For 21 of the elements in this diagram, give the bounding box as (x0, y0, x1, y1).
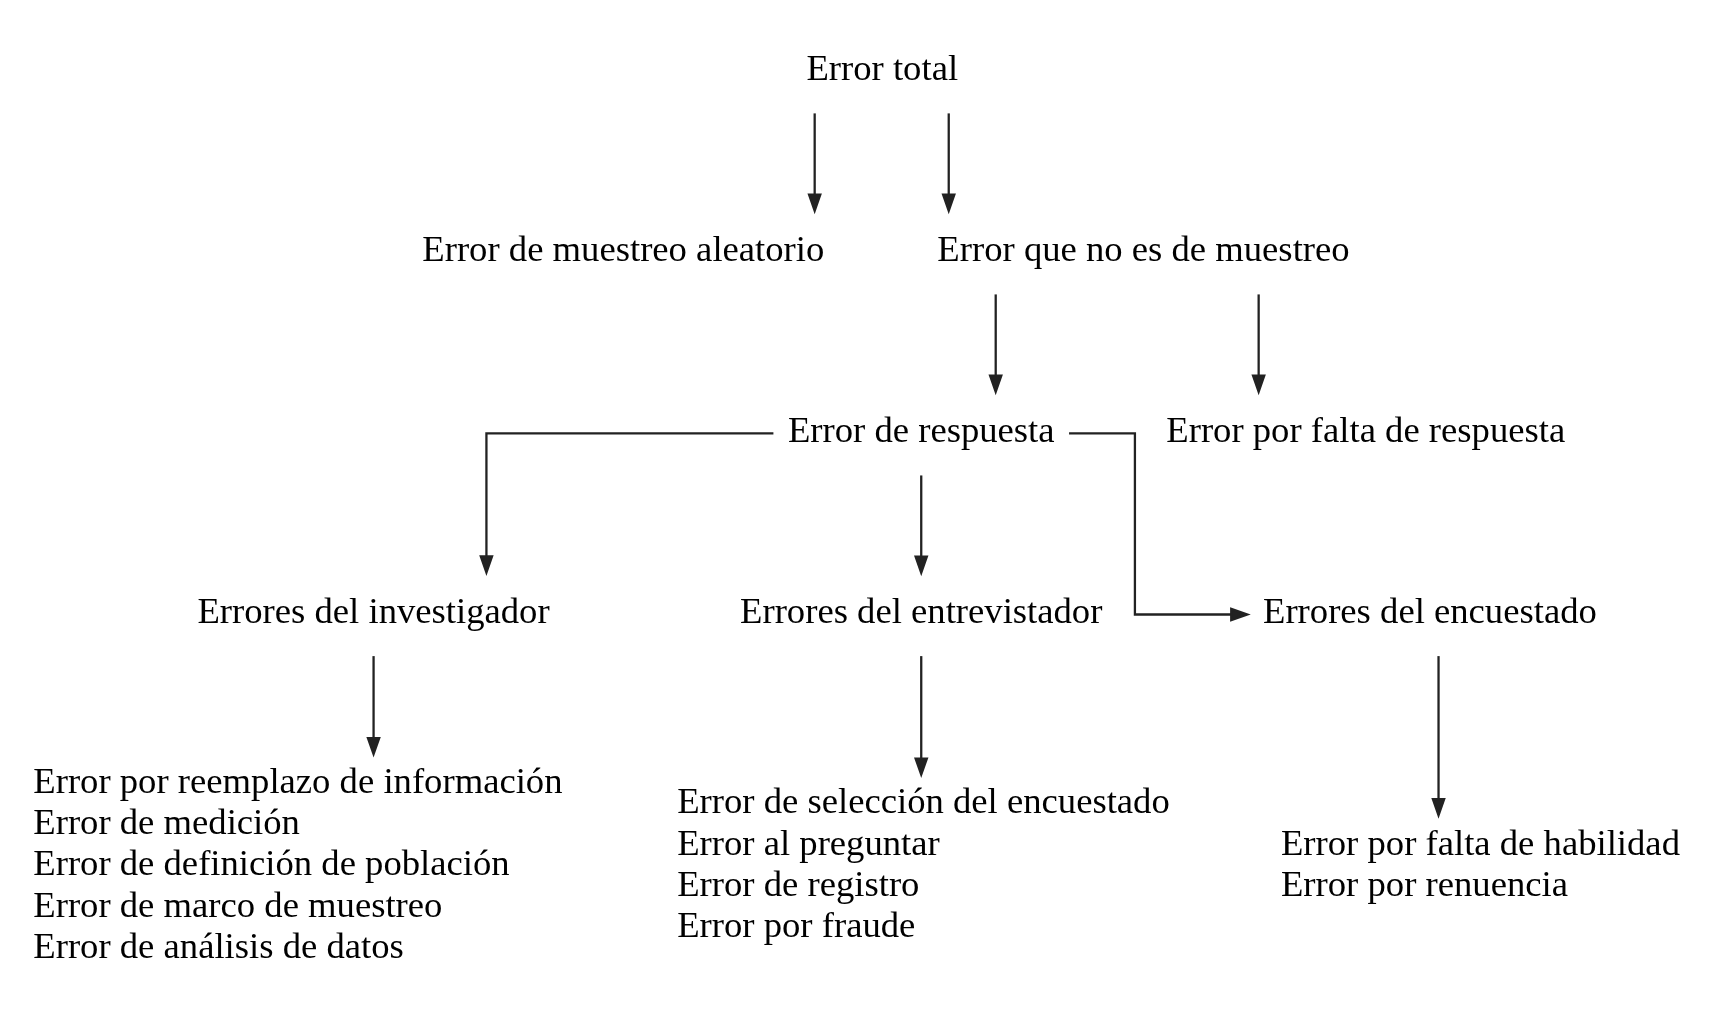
node-text: Errores del encuestado (1263, 590, 1597, 632)
node-text: Error de selección del encuestado Error al preguntar Error de registro Error por fraude (677, 780, 1170, 946)
arrow (941, 113, 956, 215)
arrow (1251, 294, 1266, 396)
arrow (914, 656, 929, 779)
arrow (807, 113, 822, 215)
node-text: Error que no es de muestreo (937, 228, 1350, 270)
arrow (1069, 432, 1251, 622)
node-text: Errores del investigador (197, 590, 550, 632)
node-text: Error de respuesta (787, 409, 1055, 451)
node-text: Error total (806, 47, 959, 89)
node-text: Error por falta de respuesta (1166, 409, 1566, 451)
node-text: Error por falta de habilidad Error por renuencia (1280, 821, 1680, 904)
arrow (479, 432, 774, 576)
arrow (988, 294, 1003, 396)
arrow (1431, 656, 1446, 819)
node-text: Errores del entrevistador (740, 590, 1103, 632)
node-text: Error por reemplazo de información Error de medición Error de definición de población Error de marco de muestreo Error de análisis de datos (33, 759, 563, 966)
arrow (914, 475, 929, 577)
node-text: Error de muestreo aleatorio (422, 228, 825, 270)
arrow (366, 656, 381, 758)
